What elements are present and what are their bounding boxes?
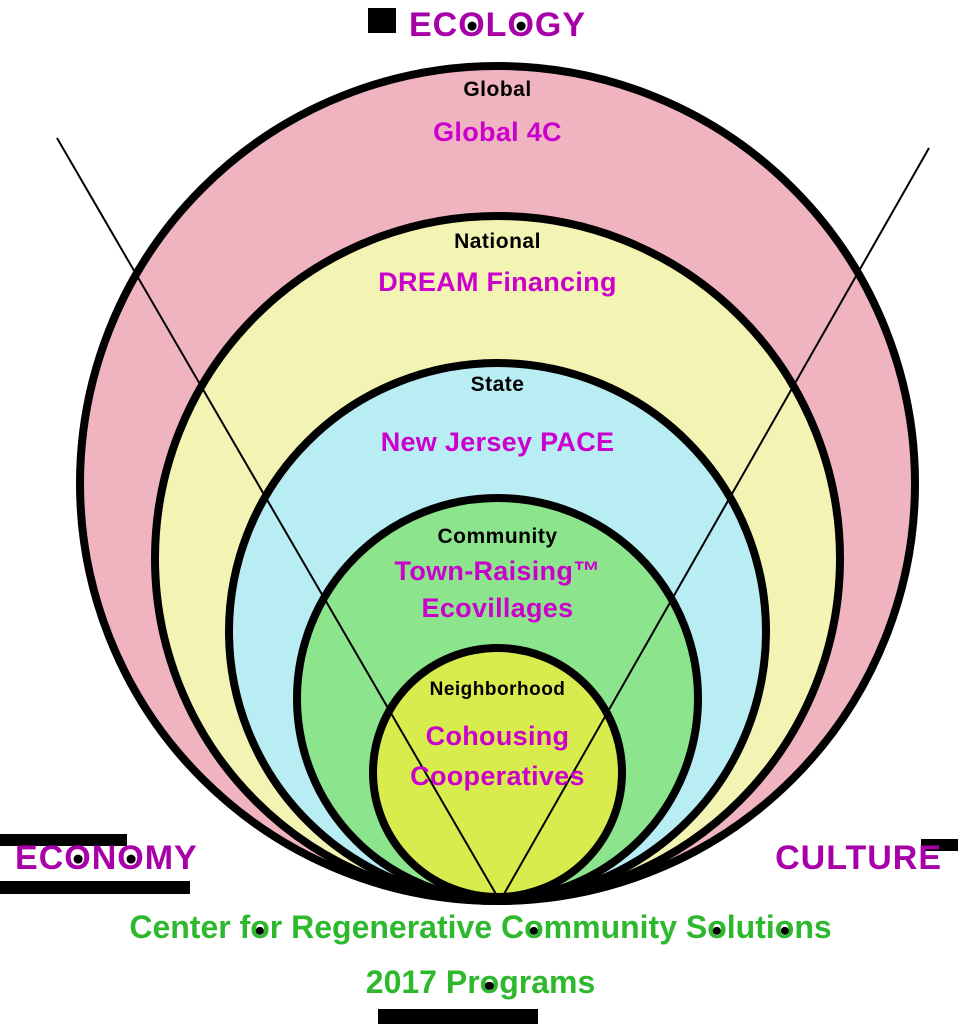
culture-right-bar xyxy=(921,839,958,851)
programs-year-title: 2017 Programs xyxy=(365,964,596,1000)
ecology-label: ECOLOGY xyxy=(408,6,587,44)
org-title: Center for Regenerative Community Soluti… xyxy=(129,909,832,945)
level-label-state: State xyxy=(470,373,525,396)
program-label-cooperatives: Cooperatives xyxy=(410,761,585,791)
program-label-new-jersey-pace: New Jersey PACE xyxy=(380,427,615,457)
program-label-town-raising: Town-Raising™ xyxy=(394,556,601,586)
program-label-global-4c: Global 4C xyxy=(433,117,562,147)
economy-bottom-bar xyxy=(0,881,190,894)
level-label-global: Global xyxy=(463,78,532,101)
program-label-cohousing: Cohousing xyxy=(425,721,570,751)
economy-label: ECONOMY xyxy=(15,839,198,877)
culture-label: CULTURE xyxy=(775,839,942,877)
ecology-left-bar xyxy=(368,8,396,33)
level-label-national: National xyxy=(454,230,541,253)
program-label-dream-financing: DREAM Financing xyxy=(378,267,617,297)
footer-bottom-bar xyxy=(378,1009,538,1024)
level-label-community: Community xyxy=(437,525,558,548)
program-label-ecovillages: Ecovillages xyxy=(421,593,574,623)
level-label-neighborhood: Neighborhood xyxy=(429,679,566,700)
